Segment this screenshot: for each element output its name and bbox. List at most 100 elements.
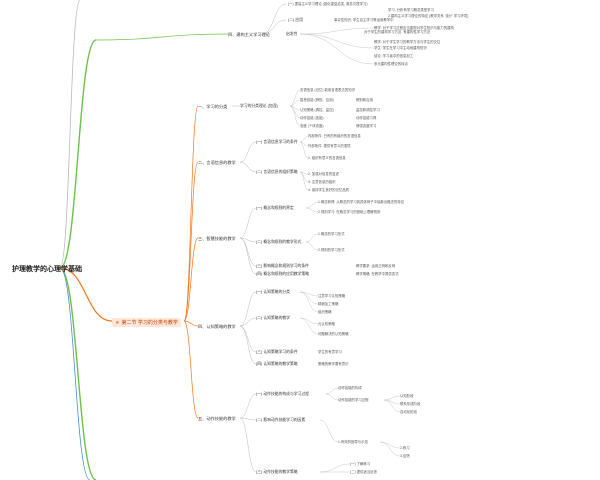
connector-line <box>261 3 287 35</box>
top-fragment: (一) 提高主义学习理论 (强化重复启发, 奥苏贝提学习) <box>288 2 368 6</box>
connector-line <box>299 135 309 143</box>
connector-line <box>299 33 375 49</box>
connector-line <box>59 39 97 269</box>
connector-line <box>299 291 319 313</box>
connector-line <box>289 99 301 107</box>
top-fragment: 结论: 学习者中的信息加工 <box>374 54 414 58</box>
section-3[interactable]: 三、智慧技能的教学 <box>198 236 236 241</box>
section-1-leaf: 言语信息 (记忆) 能用言语表达的知识 <box>300 88 356 92</box>
root-topic[interactable]: 护理教学的心理学基础 <box>12 266 82 273</box>
connector-line <box>239 325 257 365</box>
connector-line <box>239 237 257 243</box>
connector-line <box>379 441 401 457</box>
section-1[interactable]: 一、学习的分类 <box>198 104 228 109</box>
center-topic-label: 第二节 学习的分类与教学 <box>121 320 178 326</box>
section-2-item[interactable]: (二) 言语信息的组织策略 <box>256 170 298 174</box>
center-topic[interactable]: ★第二节 学习的分类与教学 <box>112 318 181 327</box>
section-1-note: 情感态度学习 <box>356 124 377 128</box>
top-fragment: (二) 应用 <box>288 18 303 22</box>
section-4[interactable]: 四、认知策略的教学 <box>198 324 236 329</box>
connector-line <box>239 325 257 353</box>
top-fragment: 教学: 对于学生学习的教学方法与学生的交往 <box>374 40 441 44</box>
section-4-note: 注意学习认知策略 <box>318 294 346 298</box>
section-5-item[interactable]: (一) 动作技能的构成与学习过程 <box>256 392 309 396</box>
section-3-item[interactable]: (三) 影响概念和规则学习的条件 <box>256 264 309 268</box>
connector-line <box>305 201 319 209</box>
section-1-leaf: 智慧技能 (辨别、应用) <box>300 98 334 102</box>
section-5-note: 认知阶段 <box>400 394 414 398</box>
top-fragment: 四、建构主义学习理论 <box>228 32 270 37</box>
connector-line <box>239 237 257 275</box>
connector-line <box>239 237 257 267</box>
connector-line <box>59 267 91 480</box>
connector-line <box>305 207 319 213</box>
section-3-note: 教学要求: 运用正例和反例 <box>356 264 396 268</box>
section-5-item[interactable]: (二) 影响动作技能学习的因素 <box>256 418 306 422</box>
section-4-note: 学生的有意学习 <box>318 350 342 354</box>
section-5-note: 自动化阶段 <box>400 410 417 414</box>
section-4-note: 策略的教学要有意识 <box>318 362 349 366</box>
section-5-item[interactable]: (三) 动作技能的教学策略 <box>256 470 298 474</box>
connector-line <box>379 441 401 449</box>
section-3-item[interactable]: (一) 概念和规则的界定 <box>256 206 294 210</box>
section-2-note: 3. 注意信息的组织 <box>308 180 336 184</box>
top-fragment: 启发性 <box>286 32 298 36</box>
section-2[interactable]: 二、言语信息的教学 <box>198 160 236 165</box>
connector-line <box>59 267 97 480</box>
section-1-note: 动作技能习得 <box>356 116 377 120</box>
section-3-note: 2.规则的学习形式 <box>318 248 345 252</box>
section-2-note: 2. 加强对信息的复述 <box>308 172 339 176</box>
connector-line <box>183 237 199 322</box>
section-4-item[interactable]: (一) 认知策略的分类 <box>256 290 290 294</box>
connector-line <box>383 399 401 413</box>
section-3-item[interactable]: (二) 概念和规则的教学形式 <box>256 240 302 244</box>
section-3-note: 2.规则学习: 在概念学习的基础上理解规则 <box>318 210 381 214</box>
connector-line <box>239 291 257 327</box>
top-fragment: 对于学生的建构学习方法, 有建构性学习方法 <box>364 30 431 34</box>
section-4-item[interactable]: (四) 认知策略的教学策略 <box>256 362 298 366</box>
section-5-note: 联系形成阶段 <box>400 402 421 406</box>
connector-line <box>319 419 339 443</box>
connector-line <box>239 317 257 327</box>
connector-line <box>325 393 339 401</box>
section-1-leaf: 认知策略 (调控、监控) <box>300 108 334 112</box>
connector-line <box>305 241 319 251</box>
section-1-note: 辨别和应用 <box>356 98 373 102</box>
section-1-note: 监控和调控学习 <box>356 108 380 112</box>
section-5[interactable]: 五、动作技能的教学 <box>198 416 236 421</box>
section-4-note: 精细加工策略 <box>318 302 339 306</box>
connector-line <box>239 161 257 173</box>
connector-line <box>239 207 257 239</box>
connector-line <box>59 267 113 322</box>
connector-line <box>239 393 257 419</box>
connector-line <box>325 387 339 395</box>
top-fragment: 事实性知识, 学生自主学习等运用教学中 <box>334 18 394 22</box>
section-4-item[interactable]: (二) 认知策略的教学 <box>256 316 290 320</box>
connector-line <box>299 27 375 35</box>
top-fragment: 学习, 分析有学习概念类型学习 <box>388 8 434 12</box>
connector-line <box>59 0 81 269</box>
connector-line <box>183 320 199 419</box>
section-3-note: 1.概念获得: 从概念的学习到具体例子中抽象出概念的特征 <box>318 200 405 204</box>
section-2-item[interactable]: (一) 言语信息学习的条件 <box>256 140 298 144</box>
section-5-note: (一) 了解练习 <box>350 462 371 466</box>
top-fragment: 2.建构主义学习理论的特征 (教学关系 '设计' 学习环境) <box>388 14 469 18</box>
section-3-item[interactable]: (四) 概念和规则的应用教学策略 <box>256 272 309 276</box>
section-1-child[interactable]: 学习的分类理论 (加涅) <box>240 104 278 108</box>
top-fragment: 教学: 对于学习过程应当重视对学生知识与能力的建构 <box>374 26 454 30</box>
section-2-note: 4. 保持学生良好的记忆品质 <box>308 188 350 192</box>
connector-line <box>299 317 319 335</box>
section-2-note: 内部条件: 已有的有组织的言语信息 <box>308 134 361 138</box>
star-icon: ★ <box>115 320 120 326</box>
connector-line <box>183 320 199 327</box>
top-fragment: 学生: 学生在学习中主动地建构知识 <box>374 46 427 50</box>
section-4-item[interactable]: (三) 认知策略学习的条件 <box>256 350 298 354</box>
section-5-note: (二) 提供适当反馈 <box>350 470 377 474</box>
section-5-note: 动作技能的学习过程 <box>338 398 369 402</box>
section-5-note: 3.反馈 <box>400 454 410 458</box>
connector-line <box>239 417 257 473</box>
section-5-note: 动作技能的构成 <box>338 386 362 390</box>
section-3-note: 1.概念的学习形式 <box>318 232 345 236</box>
connector-line <box>239 417 257 421</box>
